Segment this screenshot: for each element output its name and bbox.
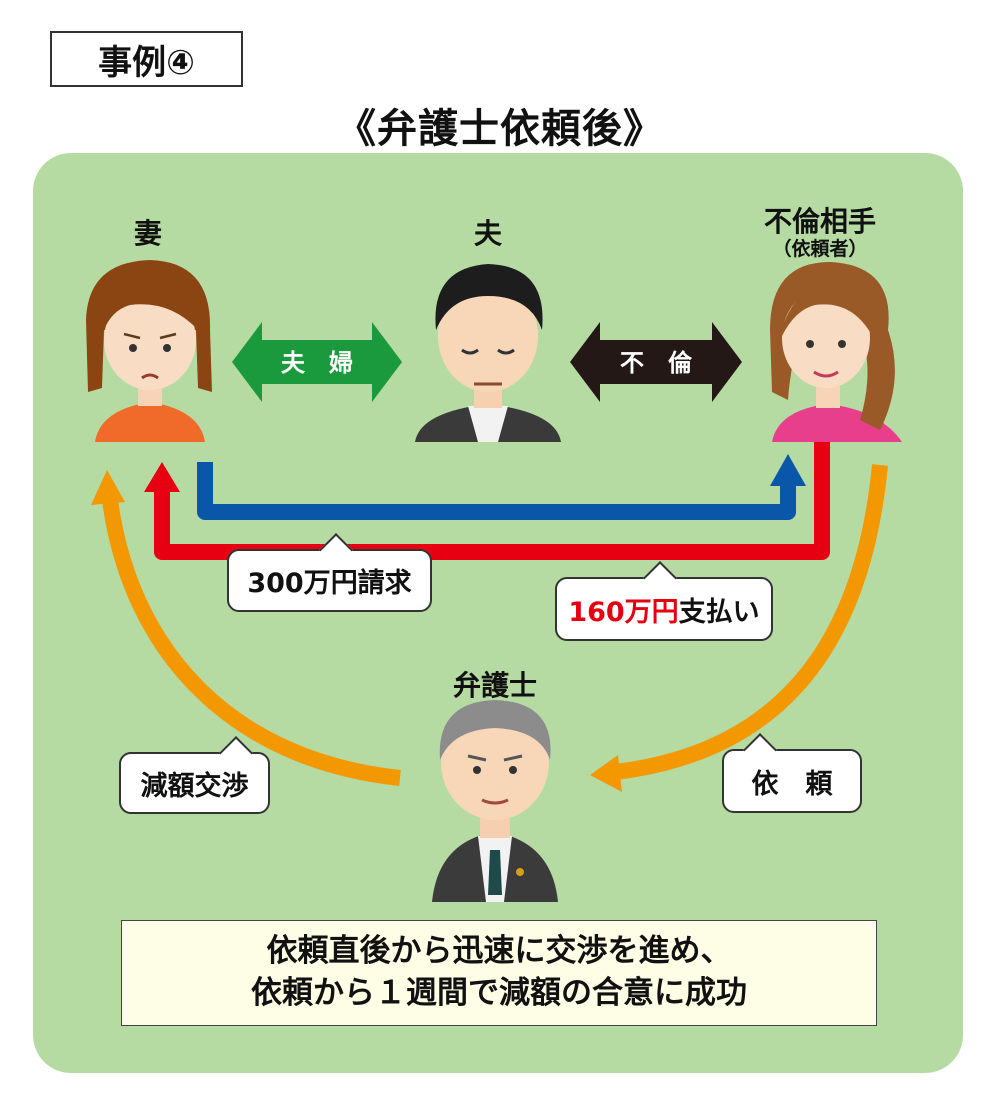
husband-label: 夫 — [473, 217, 502, 250]
wife-figure — [86, 260, 212, 442]
payment-arrow — [144, 438, 830, 560]
negotiation-arrow — [91, 470, 401, 786]
payment-suffix: 支払い — [678, 596, 760, 628]
partner-label: 不倫相手 — [763, 205, 876, 238]
partner-sublabel: （依頼者） — [772, 238, 868, 260]
request-callout: 依 頼 — [722, 733, 862, 813]
summary-line-2: 依頼から１週間で減額の合意に成功 — [251, 975, 747, 1011]
partner-figure — [770, 262, 902, 442]
couple-label: 夫 婦 — [281, 349, 353, 377]
payment-amount: 160万円 — [568, 596, 679, 628]
case-label: 事例④ — [50, 31, 243, 87]
lawyer-label: 弁護士 — [452, 669, 537, 702]
payment-callout: 160万円支払い — [555, 561, 773, 641]
affair-arrow — [570, 322, 742, 402]
request-arrow — [590, 464, 888, 792]
husband-figure — [415, 264, 561, 442]
negotiation-callout: 減額交渉 — [119, 736, 270, 814]
claim-suffix: 円請求 — [330, 568, 412, 599]
claim-callout: 300万円請求 — [227, 533, 432, 612]
summary-box: 依頼直後から迅速に交渉を進め、 依頼から１週間で減額の合意に成功 — [121, 920, 877, 1026]
claim-struck-amount: 300万 — [247, 568, 331, 599]
couple-arrow — [232, 322, 402, 402]
summary-line-1: 依頼直後から迅速に交渉を進め、 — [266, 933, 732, 970]
negotiation-label: 減額交渉 — [140, 770, 249, 802]
request-label: 依 頼 — [751, 768, 833, 800]
claim-arrow — [197, 454, 806, 520]
wife-label: 妻 — [133, 217, 162, 250]
page-title: 《弁護士依頼後》 — [336, 106, 664, 152]
affair-label: 不 倫 — [620, 349, 692, 377]
lawyer-figure — [432, 700, 558, 902]
